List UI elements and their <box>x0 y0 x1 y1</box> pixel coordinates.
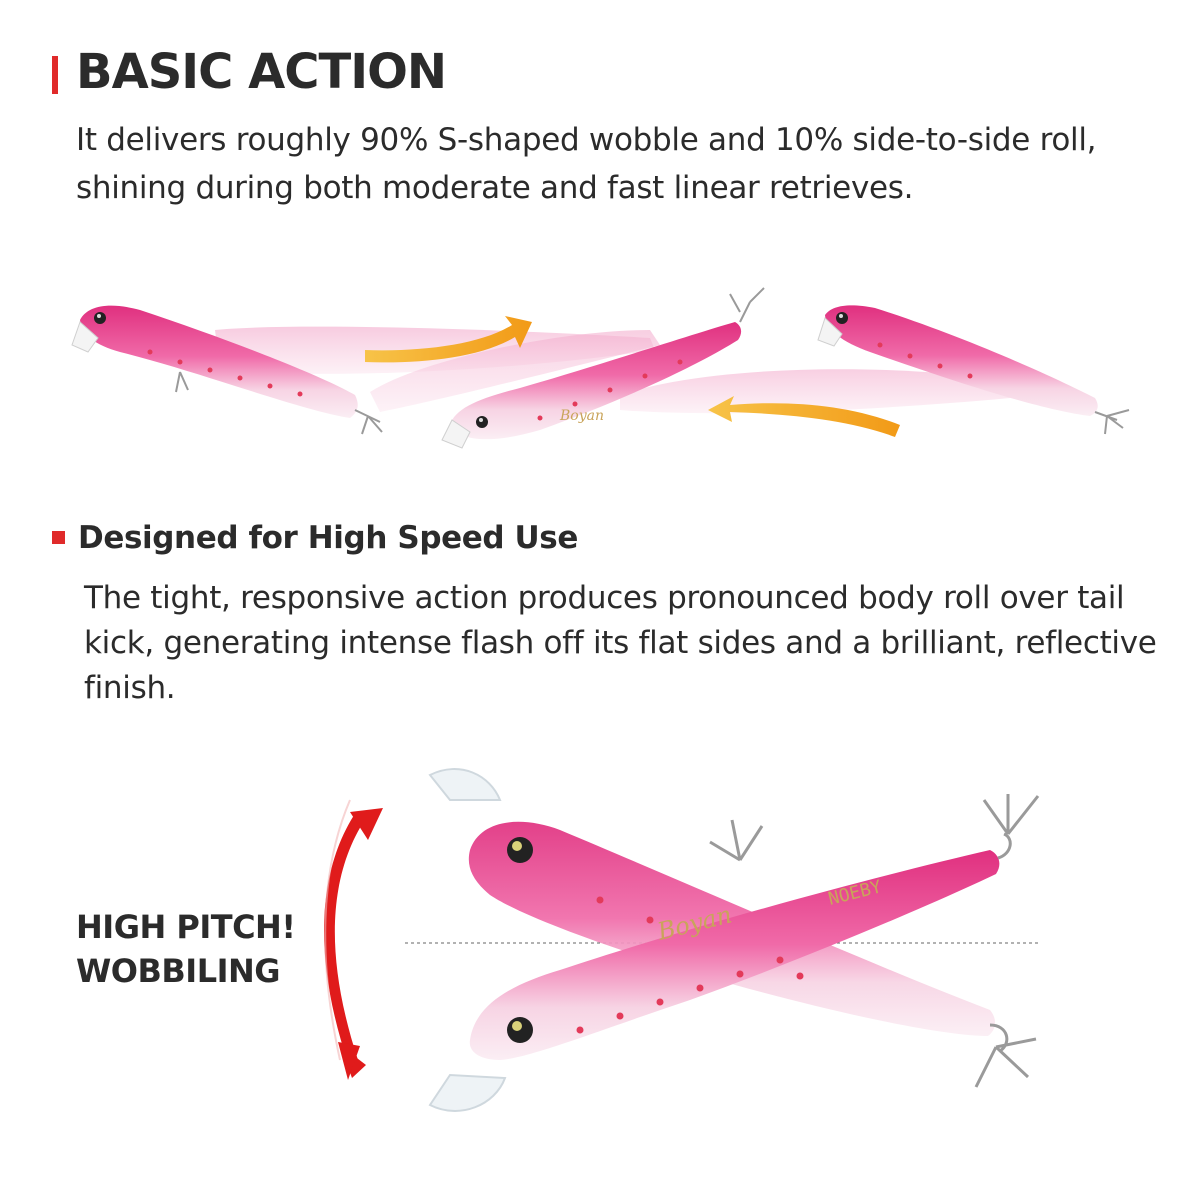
brand-script-center: Boyan <box>559 408 604 424</box>
section-title: Designed for High Speed Use <box>78 520 578 556</box>
lure-left <box>71 305 383 435</box>
lure-right <box>817 305 1130 435</box>
pitch-label-line2: WOBBILING <box>76 952 281 990</box>
section-text: The tight, responsive action produces pr… <box>84 580 1157 706</box>
ghost-lure-3 <box>370 330 660 412</box>
wobble-arrow-icon <box>324 812 368 1063</box>
wobble-illustration: Boyan NOEBY <box>324 768 1040 1112</box>
action-sequence: Boyan <box>71 287 1130 449</box>
title-accent-bar <box>52 56 58 94</box>
lure-center: Boyan <box>441 287 765 449</box>
pitch-label: HIGH PITCH! WOBBILING <box>76 905 296 993</box>
pitch-label-line1: HIGH PITCH! <box>76 908 296 946</box>
intro-text: It delivers roughly 90% S-shaped wobble … <box>76 122 1097 206</box>
ghost-lure-2 <box>620 369 1010 414</box>
wobble-lure-lower: Boyan NOEBY <box>428 794 1040 1112</box>
motion-arrow-top <box>365 316 532 363</box>
page-title: BASIC ACTION <box>76 44 447 100</box>
motion-arrow-bottom <box>708 396 900 437</box>
section-bullet <box>52 531 65 544</box>
